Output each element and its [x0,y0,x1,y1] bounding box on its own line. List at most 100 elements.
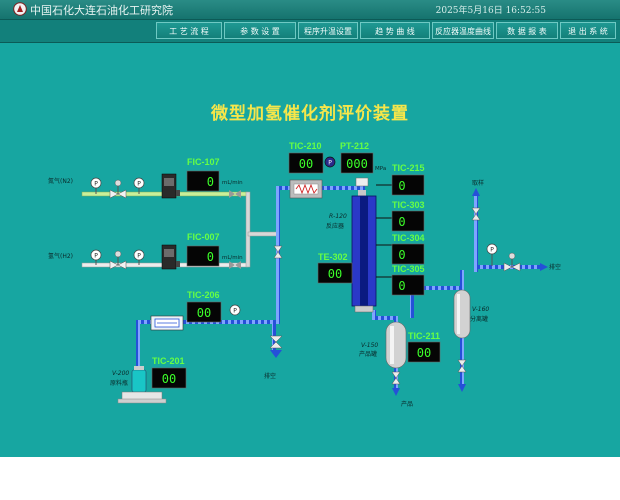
display-tic-210[interactable]: 00 [288,152,324,174]
tag-tic-303: TIC-303 [392,200,425,210]
product-tank-v150[interactable] [385,321,407,369]
display-tic-201[interactable]: 00 [151,367,187,389]
display-tic-305[interactable]: 0 [391,274,425,296]
tag-tic-305: TIC-305 [392,264,425,274]
value-tic-303: 0 [398,215,405,229]
unit-pt-212: MPa [375,166,386,172]
pressure-gauge-n2-1[interactable]: P [90,177,102,194]
label-product-tank: 产品罐 [359,350,377,358]
pressure-gauge-n2-2[interactable]: P [133,177,145,194]
display-te-302[interactable]: 00 [317,262,353,284]
unit-fic-007: mL/min [222,255,243,261]
pressure-gauge-h2-2[interactable]: P [133,249,145,265]
display-tic-211[interactable]: 00 [407,341,441,363]
value-tic-211: 00 [417,346,431,360]
flow-arrows [270,188,548,396]
label-product: 产品 [401,400,413,408]
menu-reactor-temperature-curves[interactable]: 反应器温度曲线 [432,22,494,39]
label-feed-tank-tag: V-200 [112,370,129,377]
menu-exit-system[interactable]: 退 出 系 统 [560,22,616,39]
value-pt-212: 000 [346,157,368,171]
value-tic-305: 0 [398,279,405,293]
valve-product[interactable] [391,371,401,385]
valve-vent1[interactable] [269,335,283,349]
mass-flow-controller-n2[interactable] [161,173,180,199]
gauge-letter: P [137,181,141,188]
organization-name: 中国石化大连石油化工研究院 [30,4,173,17]
preheater[interactable] [289,179,323,199]
valve-separator-drain[interactable] [457,359,467,373]
page-title: 微型加氢催化剂评价装置 [211,104,409,124]
valve-combine[interactable] [273,245,283,259]
label-product-tank-tag: V-150 [361,342,378,349]
label-nitrogen: 氮气(N2) [48,177,73,185]
display-fic-107[interactable]: 0 [186,170,220,192]
label-feed-tank: 原料瓶 [110,379,128,387]
menu-trend-curves[interactable]: 趋 势 曲 线 [360,22,430,39]
display-pt-212[interactable]: 000 [340,152,374,174]
display-tic-215[interactable]: 0 [391,174,425,196]
label-reactor-tag: R-120 [329,213,347,220]
tag-pt-212: PT-212 [340,141,369,151]
pressure-gauge-reactor-top[interactable]: P [324,156,336,168]
institute-logo-icon [13,2,27,16]
menu-data-report[interactable]: 数 据 报 表 [496,22,558,39]
menu-temperature-program[interactable]: 程序升温设置 [298,22,358,39]
tag-tic-215: TIC-215 [392,163,425,173]
value-tic-304: 0 [398,248,405,262]
gauge-letter: P [94,253,98,260]
process-screen: 微型加氢催化剂评价装置 [0,43,620,457]
regulator-h2[interactable] [114,250,122,265]
vent2-arrow-icon [540,263,548,271]
label-hydrogen: 氢气(H2) [48,252,73,260]
label-separator-tag: V-160 [472,306,489,313]
valve-h2[interactable] [109,260,127,270]
gauge-letter: P [328,160,332,167]
label-sample: 取样 [472,179,484,187]
valve-n2[interactable] [109,189,127,199]
pressure-gauge-separator[interactable]: P [486,243,498,266]
display-tic-303[interactable]: 0 [391,210,425,232]
menu-parameter-settings[interactable]: 参 数 设 置 [224,22,296,39]
value-fic-107: 0 [207,175,214,189]
value-tic-210: 00 [299,157,313,171]
feed-pump[interactable] [150,315,184,331]
feed-tank[interactable] [117,366,167,404]
value-tic-215: 0 [398,179,405,193]
tag-tic-206: TIC-206 [187,290,220,300]
tag-tic-201: TIC-201 [152,356,185,366]
menu-bar: 工 艺 流 程 参 数 设 置 程序升温设置 趋 势 曲 线 反应器温度曲线 数… [0,20,620,43]
valve-sample[interactable] [471,207,481,221]
value-fic-007: 0 [207,250,214,264]
check-valve-n2[interactable] [229,190,241,198]
regulator-n2[interactable] [114,179,122,194]
vent1-arrow-icon [270,350,282,358]
valve-vent2[interactable] [503,252,521,272]
separator-v160[interactable] [453,289,471,339]
separator-drain-arrow-icon [458,384,466,392]
label-separator: 分离罐 [470,315,488,323]
label-reactor: 反应器 [326,222,344,230]
gauge-letter: P [137,253,141,260]
check-valve-h2[interactable] [229,261,241,269]
pressure-gauge-feed[interactable]: P [229,304,241,316]
display-tic-206[interactable]: 00 [186,301,222,323]
gauge-letter: P [490,247,494,254]
menu-process-flow[interactable]: 工 艺 流 程 [156,22,222,39]
mass-flow-controller-h2[interactable] [161,244,180,270]
tag-tic-210: TIC-210 [289,141,322,151]
tag-tic-304: TIC-304 [392,233,425,243]
datetime-display: 2025年5月16日 16:52:55 [435,6,546,16]
display-fic-007[interactable]: 0 [186,245,220,267]
display-tic-304[interactable]: 0 [391,243,425,265]
tag-fic-107: FIC-107 [187,157,220,167]
process-pipes [136,180,540,388]
value-tic-201: 00 [162,372,176,386]
title-bar: 中国石化大连石油化工研究院 2025年5月16日 16:52:55 [0,0,620,20]
gauge-letter: P [94,181,98,188]
gas-combine-line [245,191,279,268]
gauge-letter: P [233,308,237,315]
unit-fic-107: mL/min [222,180,243,186]
pressure-gauge-h2-1[interactable]: P [90,249,102,265]
reactor-r120[interactable] [351,177,377,313]
